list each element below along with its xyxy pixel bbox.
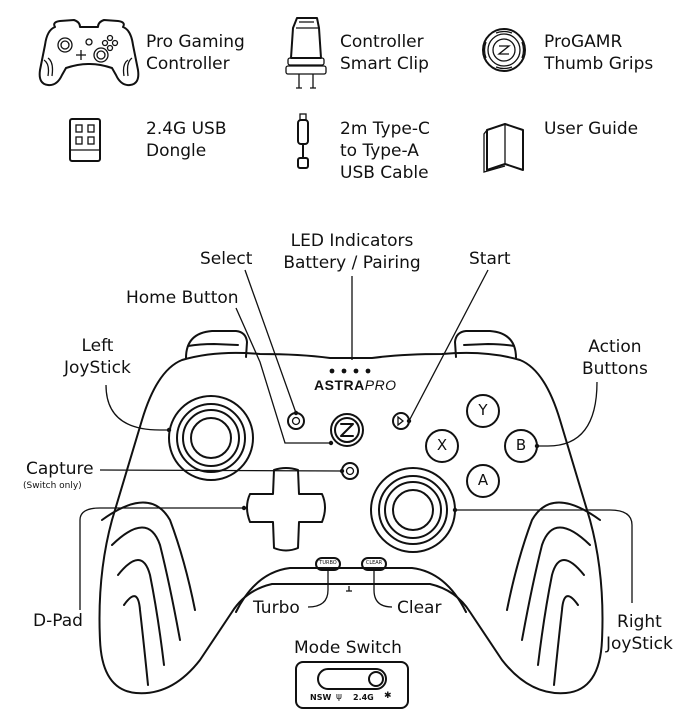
bluetooth-icon: ✱ — [384, 691, 392, 701]
start-label: Start — [469, 249, 511, 269]
led-indicators — [329, 368, 371, 374]
right-grip — [506, 501, 601, 686]
mode-switch[interactable] — [295, 661, 409, 709]
mode-switch-connector — [346, 586, 352, 592]
d-pad-label: D-Pad — [33, 611, 83, 631]
item-usb-cable-label: 2m Type-C to Type-A USB Cable — [340, 119, 430, 183]
item-smart-clip-label: Controller Smart Clip — [340, 32, 429, 74]
right-joystick-label: Right JoyStick — [606, 612, 673, 654]
usb-icon: ψ — [336, 692, 342, 702]
item-usb-dongle-label: 2.4G USB Dongle — [146, 119, 227, 161]
leader-lines — [79, 269, 633, 610]
turbo-button-text: TURBO — [319, 560, 337, 566]
left-grip — [101, 501, 196, 686]
turbo-label: Turbo — [253, 598, 300, 618]
mode-switch-label: Mode Switch — [294, 638, 402, 658]
action-buttons-label: Action Buttons — [582, 337, 648, 379]
controller-body — [98, 351, 604, 695]
select-label: Select — [200, 249, 253, 269]
user-guide-icon — [483, 123, 524, 173]
left-bumper — [185, 330, 248, 359]
controller-icon — [38, 19, 140, 87]
y-button[interactable] — [466, 394, 500, 428]
left-joystick[interactable] — [168, 395, 254, 481]
x-button[interactable] — [425, 429, 459, 463]
x-button-label: X — [436, 436, 448, 454]
item-user-guide-label: User Guide — [544, 119, 639, 139]
start-button[interactable] — [392, 412, 410, 430]
left-joystick-label: Left JoyStick — [64, 336, 131, 378]
capture-button[interactable] — [341, 462, 359, 480]
a-button-label: A — [477, 471, 489, 489]
clear-button-text: CLEAR — [365, 560, 383, 566]
usb-cable-icon — [297, 113, 309, 169]
leader-dots — [166, 410, 540, 513]
a-button[interactable] — [466, 464, 500, 498]
right-joystick[interactable] — [370, 467, 456, 553]
y-button-label: Y — [478, 401, 488, 419]
home-button-label: Home Button — [126, 288, 239, 308]
smart-clip-icon — [285, 17, 327, 89]
item-thumb-grips-label: ProGAMR Thumb Grips — [544, 32, 654, 74]
mode-24g-label: 2.4G — [353, 693, 374, 702]
mode-nsw-label: NSW — [310, 693, 332, 702]
brand-logo: ASTRAPRO — [314, 377, 397, 393]
d-pad[interactable] — [246, 467, 326, 552]
home-button[interactable] — [330, 413, 364, 447]
capture-label: Capture — [26, 459, 94, 479]
thumb-grips-icon — [482, 28, 526, 72]
b-button-label: B — [515, 436, 527, 454]
right-bumper — [454, 330, 517, 359]
usb-dongle-icon — [69, 118, 101, 162]
clear-label: Clear — [397, 598, 442, 618]
capture-note: (Switch only) — [23, 481, 82, 491]
select-button[interactable] — [287, 412, 305, 430]
led-indicators-label: LED Indicators Battery / Pairing — [283, 231, 421, 273]
item-controller-label: Pro Gaming Controller — [146, 32, 245, 74]
